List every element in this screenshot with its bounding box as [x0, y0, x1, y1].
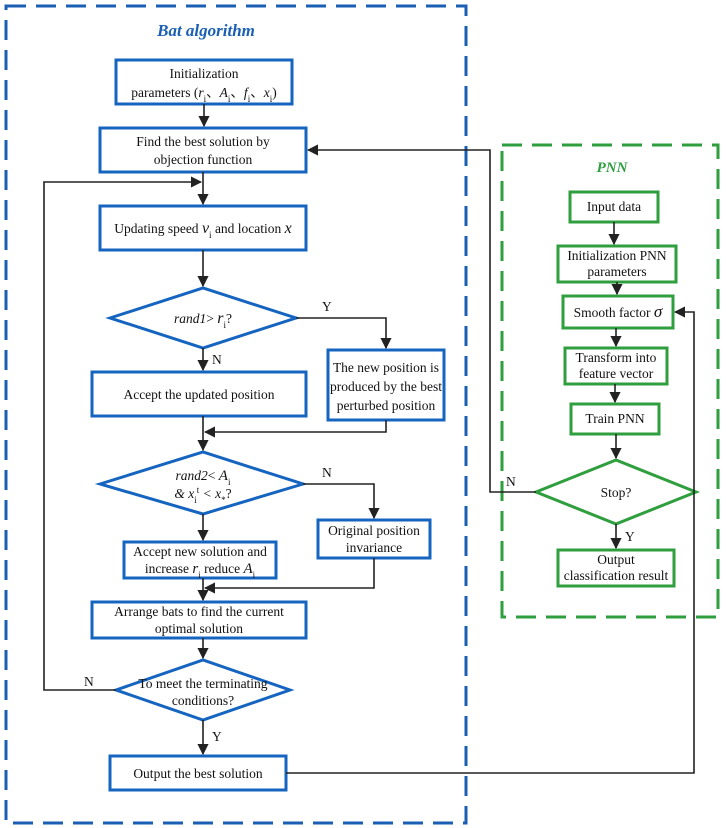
- bat-algorithm-region: [4, 4, 468, 825]
- pnn-stop-decision: Stop?: [531, 458, 701, 526]
- accept-updated-label: Accept the updated position: [123, 387, 274, 402]
- bat-algorithm-title: Bat algorithm: [156, 21, 255, 40]
- pnn-train-box: Train PNN: [569, 402, 661, 436]
- decision-terminate-line1: To meet the terminating: [138, 676, 267, 691]
- arrow-decision1-yes: [296, 317, 392, 350]
- arrow-stop-no-to-best: [306, 144, 536, 493]
- decision2-no-label: N: [322, 465, 332, 480]
- decision-terminate-line2: conditions?: [172, 693, 234, 708]
- arrow-output-to-smooth-factor: [286, 306, 695, 774]
- find-best-solution-box: Find the best solution by objection func…: [98, 126, 308, 174]
- new-position-line1: The new position is: [333, 360, 439, 375]
- original-position-line2: invariance: [346, 540, 402, 555]
- arrange-bats-line1: Arrange bats to find the current: [114, 604, 284, 619]
- original-position-box: Original position invariance: [316, 518, 432, 560]
- output-best-solution-box: Output the best solution: [108, 754, 288, 792]
- pnn-region: [500, 143, 720, 619]
- pnn-stop-label: Stop?: [601, 485, 632, 500]
- arrange-bats-box: Arrange bats to find the current optimal…: [90, 600, 308, 640]
- accept-new-line1: Accept new solution and: [133, 544, 267, 559]
- arrow-decision2-no: [303, 483, 380, 520]
- decision-rand2-line2: & xit < x*?: [174, 485, 231, 505]
- pnn-input-label: Input data: [587, 199, 641, 214]
- pnn-smooth-label: Smooth factor σ: [574, 302, 663, 321]
- pnn-init-line2: parameters: [587, 264, 646, 279]
- pnn-smooth-factor-box: Smooth factor σ: [561, 294, 675, 330]
- find-best-line1: Find the best solution by: [136, 134, 270, 149]
- find-best-line2: objection function: [154, 152, 253, 167]
- init-params-line2: parameters (ri、Ai、fi、xi): [131, 85, 276, 104]
- update-speed-label: Updating speed vi and location x: [114, 220, 292, 240]
- terminate-yes-label: Y: [212, 729, 222, 744]
- new-position-line3: perturbed position: [337, 398, 436, 413]
- init-params-line1: Initialization: [170, 66, 239, 81]
- pnn-transform-line1: Transform into: [576, 350, 657, 365]
- pnn-init-line1: Initialization PNN: [567, 248, 667, 263]
- decision-terminate: To meet the terminating conditions?: [111, 658, 295, 722]
- decision-rand2: rand2< Ai & xit < x*?: [94, 450, 309, 516]
- pnn-output-line1: Output: [597, 552, 635, 567]
- arrange-bats-line2: optimal solution: [155, 621, 243, 636]
- accept-new-solution-box: Accept new solution and increase ri redu…: [122, 540, 278, 580]
- pnn-stop-no-label: N: [506, 474, 516, 489]
- update-speed-box: Updating speed vi and location x: [98, 204, 308, 252]
- decision-rand2-line1: rand2< Ai: [176, 468, 231, 487]
- pnn-input-data-box: Input data: [568, 190, 660, 224]
- decision-rand1-label: rand1> ri?: [174, 310, 232, 330]
- arrow-newpos-merge: [203, 420, 387, 438]
- pnn-output-line2: classification result: [564, 568, 669, 583]
- output-best-label: Output the best solution: [133, 766, 263, 781]
- decision1-yes-label: Y: [322, 299, 332, 314]
- pnn-transform-line2: feature vector: [579, 366, 654, 381]
- new-position-box: The new position is produced by the best…: [326, 348, 446, 422]
- arrow-terminate-no-loop: [43, 176, 203, 691]
- pnn-title: PNN: [597, 160, 629, 176]
- pnn-output-box: Output classification result: [556, 548, 676, 588]
- decision-rand1: rand1> ri?: [105, 286, 301, 350]
- original-position-line1: Original position: [328, 523, 420, 538]
- terminate-no-label: N: [84, 674, 94, 689]
- pnn-init-box: Initialization PNN parameters: [556, 244, 678, 284]
- new-position-line2: produced by the best: [330, 379, 442, 394]
- arrow-original-merge: [203, 558, 375, 594]
- accept-updated-position-box: Accept the updated position: [90, 370, 308, 418]
- decision1-no-label: N: [212, 352, 222, 367]
- pnn-transform-box: Transform into feature vector: [563, 346, 669, 386]
- pnn-stop-yes-label: Y: [625, 529, 635, 544]
- init-params-box: Initialization parameters (ri、Ai、fi、xi): [114, 58, 294, 106]
- pnn-train-label: Train PNN: [585, 411, 644, 426]
- accept-new-line2: increase ri reduce Ai: [145, 561, 256, 580]
